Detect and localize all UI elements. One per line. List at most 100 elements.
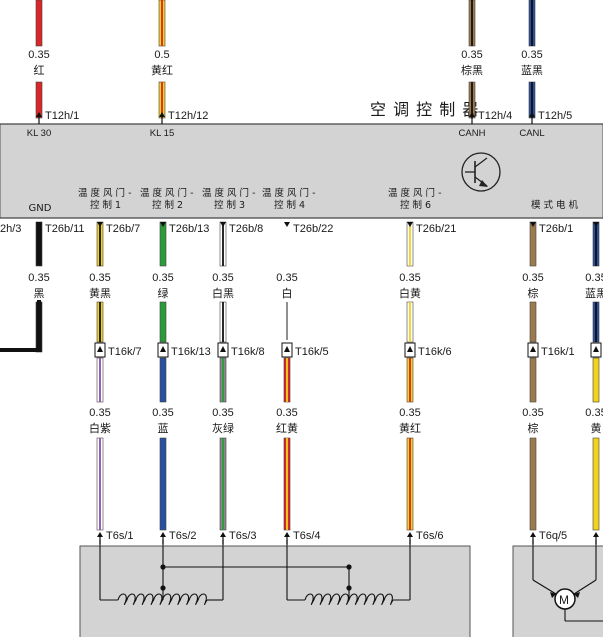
end-pin-label: T6s/2 xyxy=(169,530,197,542)
top-wire-color: 蓝黑 xyxy=(521,64,543,77)
bottom-wire-color: 白黑 xyxy=(212,286,234,300)
end-pin-label: T6s/1 xyxy=(106,530,134,542)
bottom-wire-color: 蓝黑 xyxy=(585,287,603,300)
motor-label: M xyxy=(559,593,569,607)
control-module xyxy=(0,123,603,219)
top-wire-size: 0.35 xyxy=(28,49,49,61)
bottom-wire-size: 0.35 xyxy=(585,272,603,284)
top-pin-label: T12h/1 xyxy=(45,110,79,122)
bottom-pin-label: T26b/13 xyxy=(169,223,209,235)
module-label-f1a: 温 度 风 门 - xyxy=(78,187,132,199)
bottom-wire-strand-lower xyxy=(529,357,537,403)
module-label-f3b: 控 制 3 xyxy=(214,199,245,211)
bottom-pin-arrow xyxy=(407,222,413,227)
top-wire-strand-upper xyxy=(158,0,166,47)
module-signal-label: KL 15 xyxy=(150,128,174,139)
bottom-wire-strand-mid xyxy=(592,301,600,343)
bottom-wire-size: 0.35 xyxy=(28,272,49,284)
bottom-wire-size: 0.35 xyxy=(522,272,543,284)
module-label-f1b: 控 制 1 xyxy=(90,199,121,211)
bottom-wire-color: 黑 xyxy=(34,287,45,300)
module-label-f2b: 控 制 2 xyxy=(152,199,183,211)
bottom-pin-label: T26b/7 xyxy=(106,223,140,235)
module-label-f6b: 控 制 6 xyxy=(400,199,431,211)
transistor-icon xyxy=(461,152,501,192)
bottom-pin-arrow xyxy=(284,222,290,227)
bottom-pin-label: T26b/8 xyxy=(229,223,263,235)
bottom-pin-arrow xyxy=(220,222,226,227)
bottom-pin-arrow xyxy=(160,222,166,227)
connector-label: T16k/5 xyxy=(295,346,329,358)
left-pin-label: 2h/3 xyxy=(0,223,21,235)
ground-wire-bend xyxy=(0,300,41,352)
bottom-wire-strand-lower xyxy=(159,357,167,403)
connector-label: T16k/7 xyxy=(108,346,142,358)
top-wire-color: 红 xyxy=(34,64,45,77)
bottom-wire-1: T26b/11 0.35 黑 xyxy=(28,221,85,353)
module-label-f2a: 温 度 风 门 - xyxy=(140,187,194,199)
bottom-wire-strand-end xyxy=(592,437,600,531)
bottom-wire-strand-mid xyxy=(406,301,414,343)
top-pin-arrow xyxy=(469,112,475,124)
bottom-wire-strand-upper xyxy=(592,221,600,267)
bottom-wire-strand-mid xyxy=(96,301,104,343)
motor-icon: M xyxy=(532,546,603,622)
bottom-wire-size: 0.35 xyxy=(212,272,233,284)
module-signal-label: KL 30 xyxy=(27,128,51,139)
bottom-wire-strand-upper xyxy=(529,221,537,267)
bottom-pin-label: T26b/1 xyxy=(539,223,573,235)
top-wire-size: 0.35 xyxy=(461,49,482,61)
bottom-pin-label: T26b/11 xyxy=(45,223,85,235)
connector-label: T16k/8 xyxy=(231,346,265,358)
module-label-f4b: 控 制 4 xyxy=(274,199,305,211)
bottom-wire-strand-end xyxy=(283,437,291,531)
bottom-wire-color-2: 灰绿 xyxy=(212,421,234,435)
top-wire-1: 0.35 红 T12h/1 KL 30 xyxy=(27,0,79,139)
bottom-wire-strand-upper xyxy=(219,221,227,267)
top-pin-label: T12h/12 xyxy=(168,110,208,122)
top-wire-strand-upper xyxy=(35,0,43,47)
bottom-wire-color-2: 黄 xyxy=(591,421,602,435)
bottom-wire-strand-lower xyxy=(406,357,414,403)
flap-actuator-box xyxy=(79,545,471,637)
end-pin-label: T6q/5 xyxy=(539,530,567,542)
bottom-wire-strand-upper xyxy=(159,221,167,267)
top-wire-size: 0.5 xyxy=(154,49,169,61)
bottom-wire-strand-lower xyxy=(283,357,291,403)
bottom-wire-strand-lower xyxy=(219,357,227,403)
bottom-wire-color-2: 蓝 xyxy=(158,422,169,435)
bottom-wire-strand-upper xyxy=(96,221,104,267)
bottom-wire-strand-mid xyxy=(159,301,167,343)
bottom-wire-strand-mid xyxy=(529,301,537,343)
connector-label: T16k/6 xyxy=(418,346,452,358)
bottom-pin-arrow xyxy=(97,222,103,227)
bottom-wire-size: 0.35 xyxy=(152,272,173,284)
bottom-wire-color: 白 xyxy=(282,286,293,300)
top-pin-arrow xyxy=(529,112,535,124)
bottom-wire-strand-end xyxy=(159,437,167,531)
bottom-wire-size-2: 0.35 xyxy=(276,407,297,419)
bottom-wire-strand-lower xyxy=(592,357,600,403)
top-wire-size: 0.35 xyxy=(521,49,542,61)
top-wire-color: 棕黑 xyxy=(461,63,483,77)
bottom-wire-strand-end xyxy=(96,437,104,531)
bottom-wire-color: 棕 xyxy=(528,286,539,300)
coil-icon xyxy=(117,593,394,606)
top-pin-label: T12h/5 xyxy=(538,110,572,122)
connector-label: T16k/1 xyxy=(541,346,575,358)
bottom-wire-size: 0.35 xyxy=(399,272,420,284)
module-label-mot: 模 式 电 机 xyxy=(531,199,579,211)
bottom-wire-strand-end xyxy=(406,437,414,531)
bottom-wire-color-2: 红黄 xyxy=(276,421,298,435)
connector-label: T16k/13 xyxy=(171,346,211,358)
bottom-wire-strand-end xyxy=(219,437,227,531)
top-wire-strand-upper xyxy=(468,0,476,47)
bottom-wire-strand-mid xyxy=(219,301,227,343)
bottom-wire-8: 0.35蓝黑0.35黄 xyxy=(585,221,603,546)
